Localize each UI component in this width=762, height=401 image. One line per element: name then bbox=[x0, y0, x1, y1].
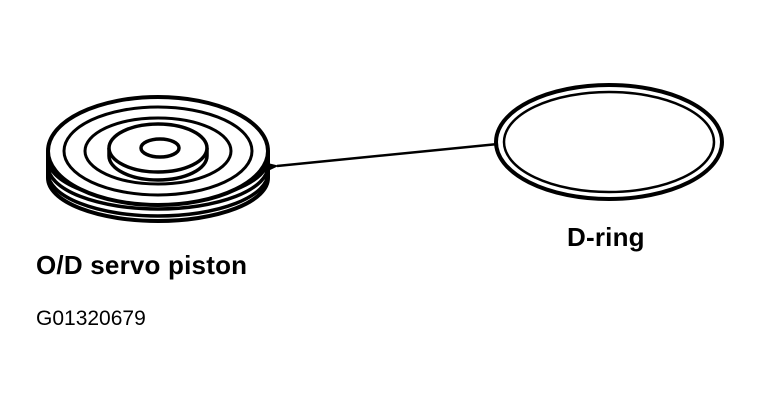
piston-label: O/D servo piston bbox=[36, 250, 248, 280]
figure-id: G01320679 bbox=[36, 307, 146, 330]
leader-arrow bbox=[264, 142, 499, 173]
piston-ring-middle bbox=[83, 116, 233, 186]
piston-groove-3 bbox=[46, 172, 270, 218]
d-ring-inner bbox=[502, 90, 716, 194]
piston-groove-2 bbox=[46, 165, 270, 211]
d-ring bbox=[494, 83, 724, 201]
d-ring-label: D-ring bbox=[567, 222, 645, 252]
piston-center-bore bbox=[139, 137, 181, 159]
d-ring-outer bbox=[494, 83, 724, 201]
servo-piston bbox=[46, 95, 270, 223]
piston-ring-outer bbox=[62, 105, 254, 197]
